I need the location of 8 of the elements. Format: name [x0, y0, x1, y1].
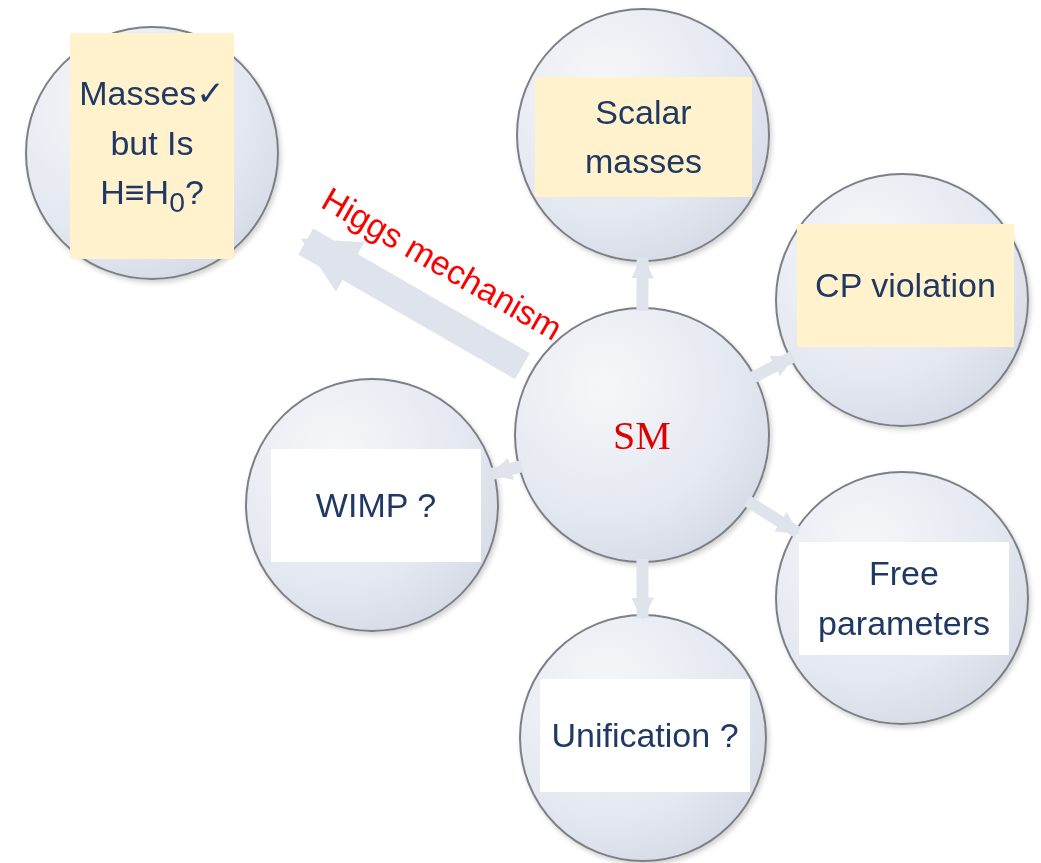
block-arrow: [298, 228, 530, 380]
text-card: Free parameters: [799, 542, 1009, 655]
text-card: Unification ?: [540, 679, 750, 792]
text-card: Scalar masses: [535, 77, 752, 197]
center-label: SM: [613, 411, 671, 459]
text-card: CP violation: [797, 224, 1014, 347]
text-card: WIMP ?: [271, 449, 481, 562]
text-card: Masses✓ but Is H≡H$_{0}$?: [70, 33, 234, 259]
